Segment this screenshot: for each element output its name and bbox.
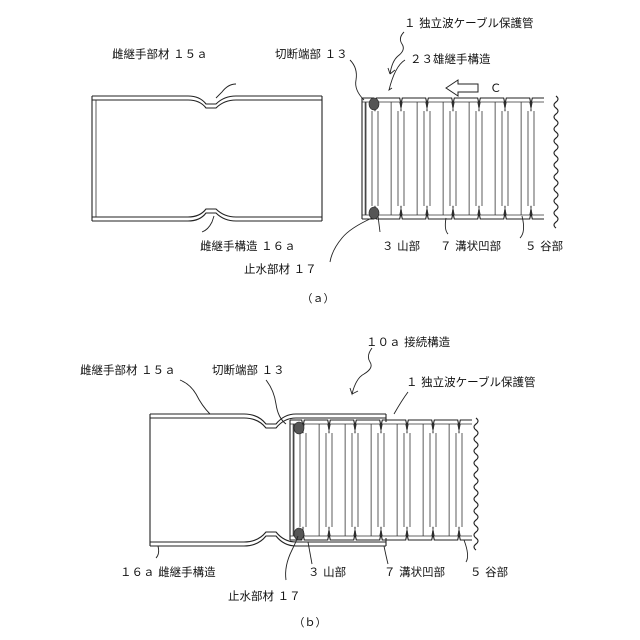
- label-female-member-b: 雌継手部材 １５ａ: [80, 363, 176, 377]
- label-connection-b: １０ａ 接続構造: [366, 335, 451, 349]
- label-female-member-a: 雌継手部材 １５ａ: [112, 47, 208, 61]
- label-water-stop-b: 止水部材 １７: [228, 589, 301, 603]
- label-female-joint-a: 雌継手構造 １６ａ: [200, 239, 296, 253]
- figure-b: １０ａ 接続構造 １ 独立波ケーブル保護管 雌継手部材 １５ａ 切断端部 １３ …: [80, 335, 535, 629]
- label-cable-pipe-b: １ 独立波ケーブル保護管: [406, 375, 535, 389]
- water-stop-seal-top-b: [294, 422, 304, 434]
- water-stop-seal-bottom-a: [369, 207, 379, 219]
- female-joint-member-a: [92, 96, 322, 221]
- label-water-stop-a: 止水部材 １７: [244, 262, 317, 276]
- direction-arrow-icon: [446, 80, 478, 96]
- label-female-joint-b: １６ａ 雌継手構造: [120, 565, 216, 579]
- label-direction-c: Ｃ: [490, 81, 502, 95]
- label-cut-end-a: 切断端部 １３: [275, 47, 348, 61]
- label-valley-a: ５ 谷部: [525, 239, 563, 253]
- label-male-joint-a: ２３雄継手構造: [410, 52, 491, 66]
- connection-pointer-icon-b: [350, 348, 372, 394]
- corrugated-pipe-b: [290, 418, 478, 550]
- label-ridge-b: ３ 山部: [308, 565, 346, 579]
- label-groove-a: ７ 溝状凹部: [440, 239, 501, 253]
- caption-a: （ａ）: [302, 292, 335, 305]
- pipe-pointer-icon-a: [388, 32, 404, 74]
- label-ridge-a: ３ 山部: [382, 239, 420, 253]
- water-stop-seal-top-a: [369, 98, 379, 110]
- label-groove-b: ７ 溝状凹部: [384, 565, 445, 579]
- water-stop-seal-bottom-b: [294, 528, 304, 540]
- caption-b: （ｂ）: [294, 616, 327, 629]
- figure-a: １ 独立波ケーブル保護管 ２３雄継手構造 Ｃ 雌継手部材 １５ａ 切断端部 １３…: [92, 16, 563, 305]
- label-cut-end-b: 切断端部 １３: [212, 363, 285, 377]
- corrugated-pipe-a: [362, 96, 558, 228]
- label-valley-b: ５ 谷部: [470, 565, 508, 579]
- label-cable-pipe-a: １ 独立波ケーブル保護管: [404, 16, 533, 30]
- female-joint-member-b: [150, 414, 386, 546]
